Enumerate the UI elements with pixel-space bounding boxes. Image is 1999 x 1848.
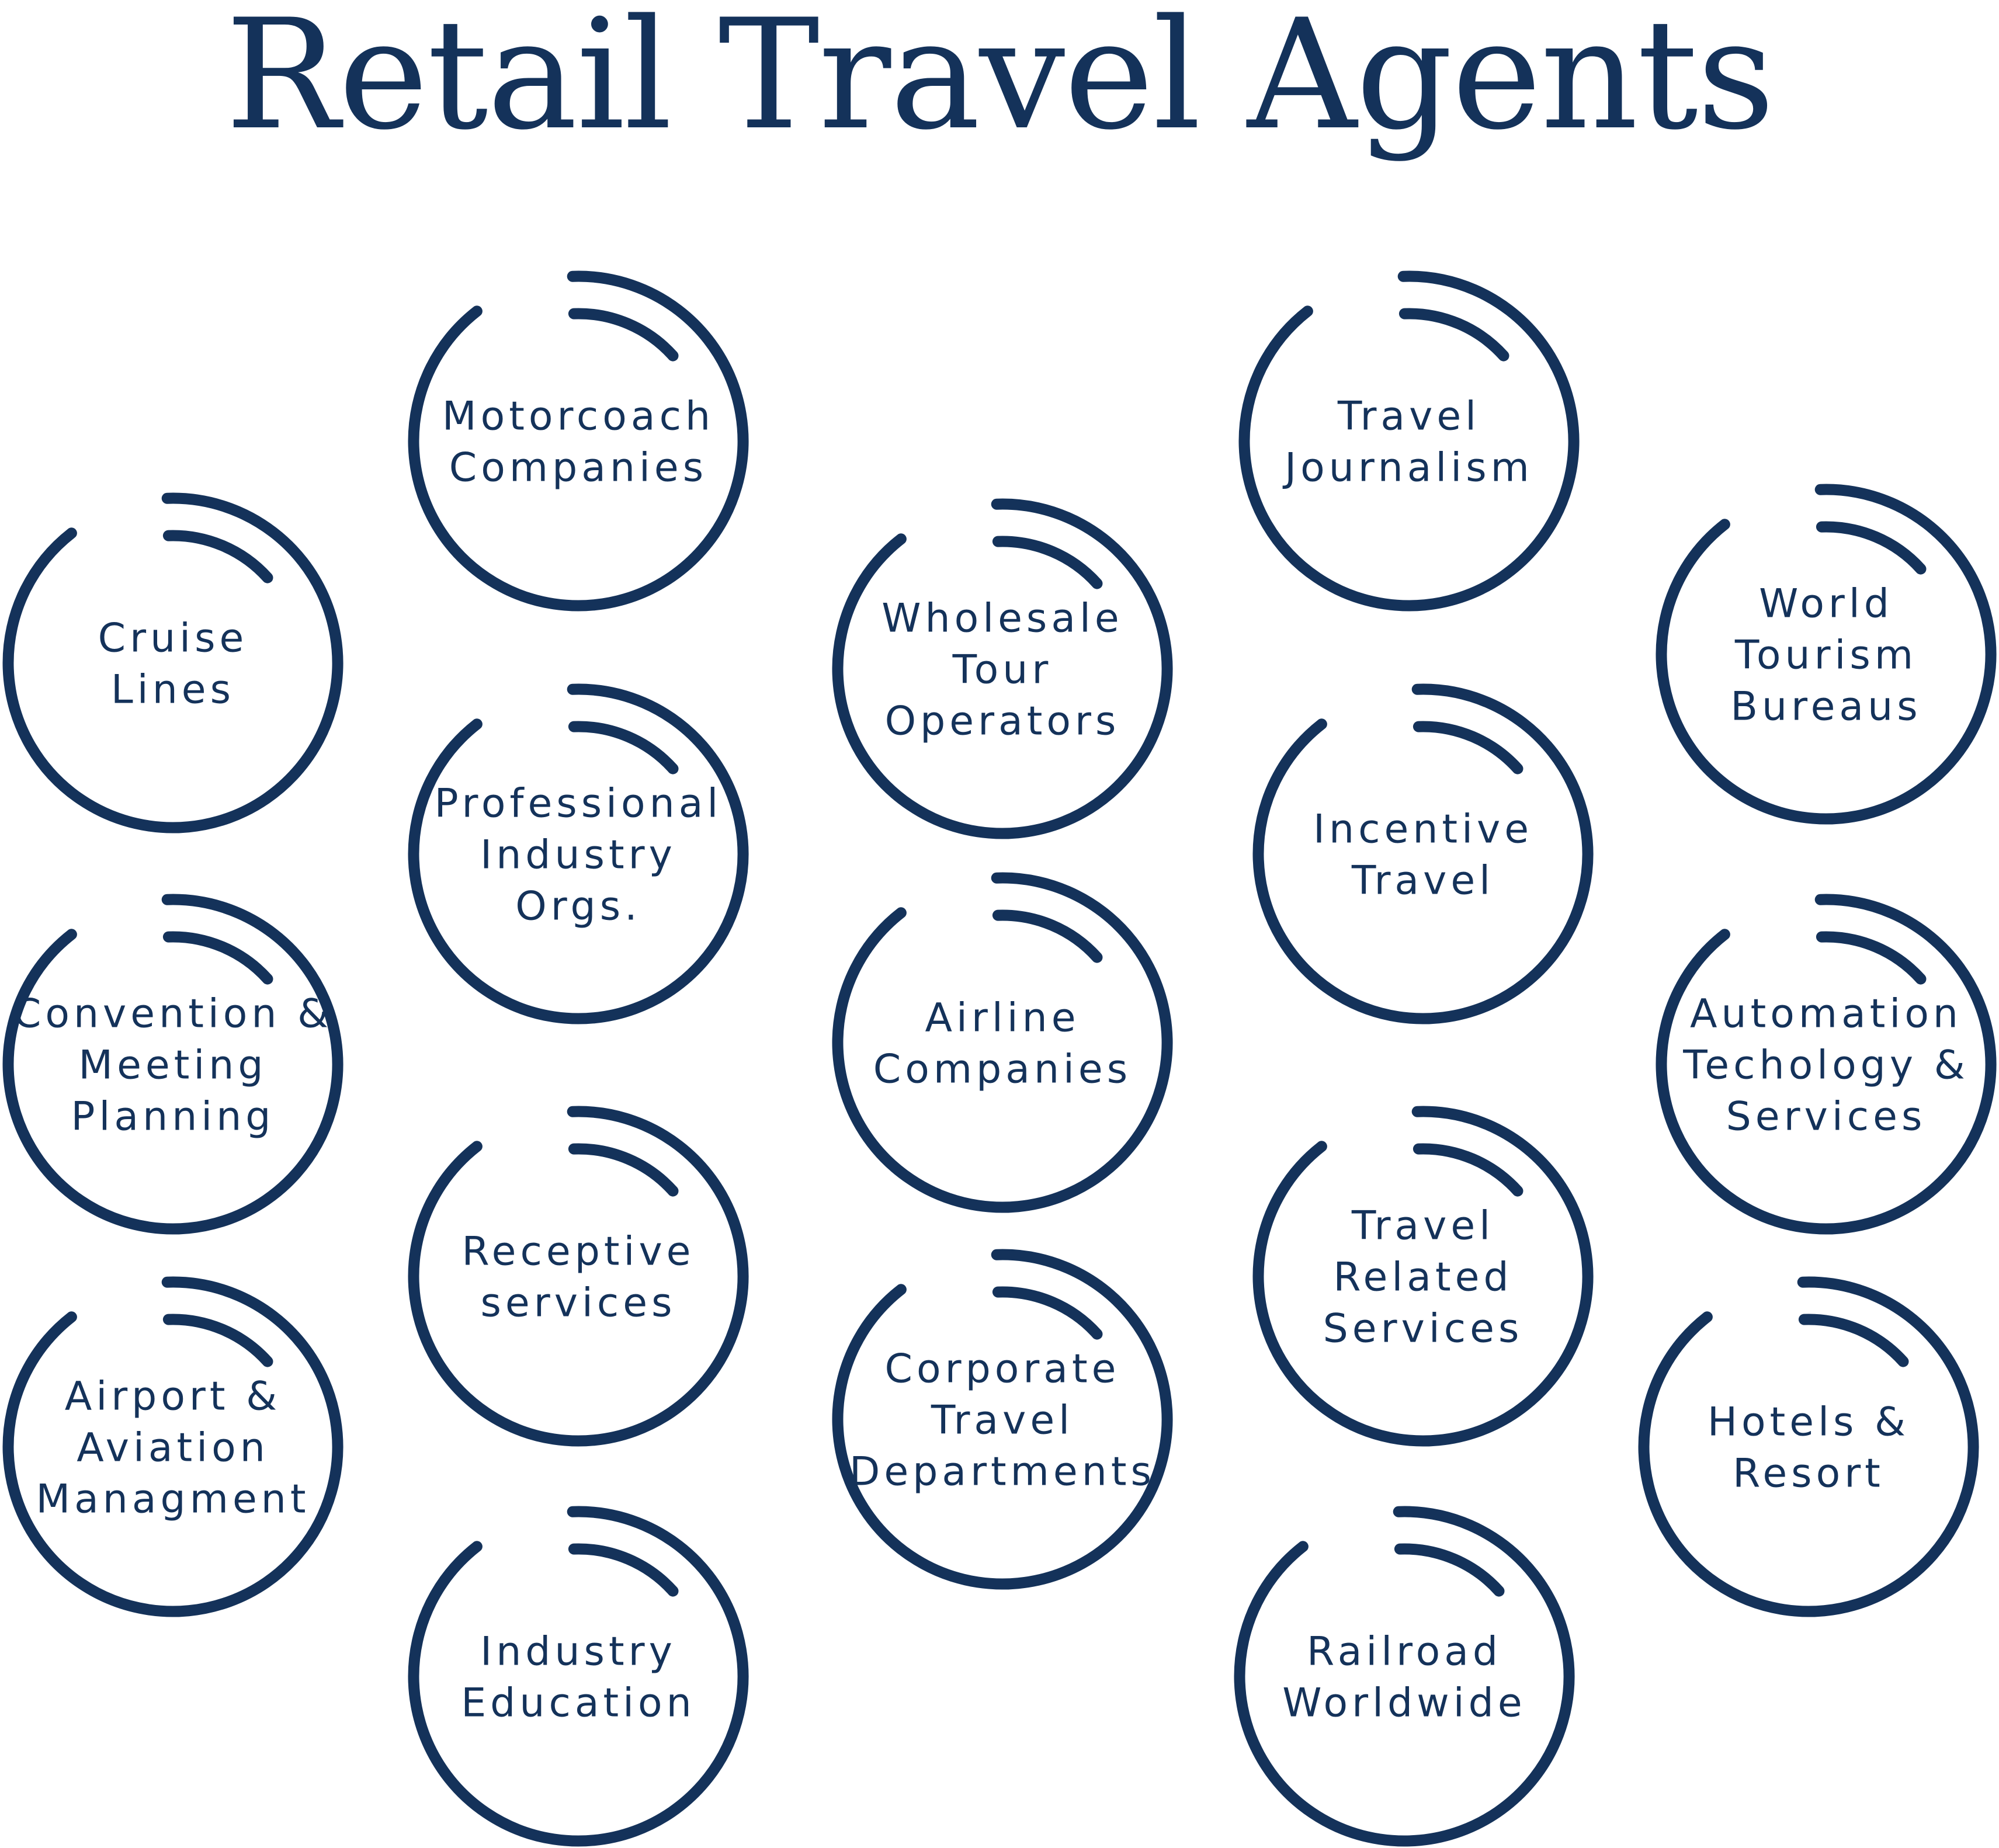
- bubble-label-line: Lines: [111, 667, 235, 713]
- bubble-label-line: Resort: [1733, 1451, 1885, 1497]
- bubble-label-line: Journalism: [1282, 445, 1533, 491]
- bubble-ring: [1234, 1506, 1575, 1847]
- bubble-label-line: Related: [1333, 1255, 1512, 1301]
- bubble-label-line: Wholesale: [881, 596, 1123, 642]
- bubble-ring: [1252, 1106, 1594, 1447]
- bubble-label-line: Railroad: [1307, 1629, 1502, 1675]
- bubble-label-line: Orgs.: [515, 884, 641, 930]
- bubble-label-line: Travel: [931, 1398, 1074, 1444]
- bubble-label-line: Airline: [925, 995, 1080, 1041]
- bubble-label-line: Receptive: [461, 1229, 695, 1275]
- bubble-label-line: Departments: [849, 1449, 1155, 1495]
- bubble-ring: [2, 1276, 343, 1617]
- bubble-label-line: Motorcoach: [442, 394, 714, 440]
- bubble-ring: [832, 872, 1173, 1213]
- bubble-accent-arc: [1398, 308, 1509, 362]
- bubble-label-line: Automation: [1690, 991, 1962, 1037]
- bubble-label-line: Airport &: [65, 1374, 281, 1420]
- bubble-label-line: Industry: [480, 832, 676, 878]
- bubble-accent-arc: [162, 1314, 273, 1367]
- bubble-label-line: Corporate: [885, 1346, 1120, 1392]
- bubble-label-line: Techology &: [1682, 1043, 1969, 1089]
- bubble-accent-arc: [992, 1286, 1103, 1340]
- bubble-accent-arc: [162, 931, 273, 985]
- bubble-label-line: Tourism: [1734, 633, 1917, 679]
- bubble-ring: [832, 1249, 1173, 1590]
- bubble-ring: [1638, 1276, 1979, 1617]
- bubble-ring: [1656, 484, 1997, 825]
- bubble-ring: [408, 1106, 749, 1447]
- bubble-ring: [1252, 683, 1594, 1024]
- bubble-accent-arc: [568, 308, 679, 362]
- bubble-ring: [2, 492, 343, 833]
- bubble-accent-arc: [568, 721, 679, 774]
- bubble-label-line: Planning: [71, 1094, 275, 1140]
- bubble-label-line: Travel: [1351, 858, 1494, 904]
- bubble-label-line: Operators: [885, 699, 1120, 745]
- bubble-accent-arc: [1413, 1143, 1523, 1197]
- bubble-label-line: Tour: [952, 647, 1053, 693]
- page-title: Retail Travel Agents: [225, 0, 1774, 164]
- bubble-ring: [1238, 270, 1580, 612]
- bubble-label-line: Worldwide: [1282, 1680, 1526, 1727]
- bubble-label-line: Managment: [36, 1477, 310, 1523]
- bubble-label-line: Industry: [480, 1629, 676, 1675]
- bubble-label-line: Services: [1323, 1306, 1523, 1352]
- bubble-accent-arc: [992, 909, 1103, 963]
- bubble-label-line: Companies: [449, 445, 707, 491]
- bubble-accent-arc: [162, 530, 273, 583]
- bubble-accent-arc: [992, 536, 1103, 589]
- bubble-group: MotorcoachCompaniesTravelJournalismCruis…: [2, 270, 1997, 1847]
- bubble-accent-arc: [1413, 721, 1523, 774]
- bubble-label-line: Meeting: [78, 1043, 267, 1089]
- bubble-ring: [408, 270, 749, 612]
- bubble-label-line: Convention &: [13, 991, 332, 1037]
- bubble-ring: [2, 894, 343, 1235]
- bubble-label-line: Aviation: [77, 1425, 269, 1471]
- bubble-ring: [1656, 894, 1997, 1235]
- bubble-ring: [408, 1506, 749, 1847]
- bubble-accent-arc: [568, 1143, 679, 1197]
- bubble-label-line: Cruise: [98, 616, 248, 662]
- bubble-accent-arc: [1816, 931, 1927, 985]
- bubble-accent-arc: [1394, 1543, 1505, 1597]
- bubble-hotels-resort: Hotels & Resort: [1638, 1276, 1979, 1617]
- bubble-label-line: World: [1759, 581, 1893, 627]
- bubble-label-line: Education: [461, 1680, 696, 1727]
- bubble-accent-arc: [568, 1543, 679, 1597]
- bubble-label-line: Travel: [1351, 1203, 1494, 1249]
- bubble-label-line: Hotels &: [1708, 1399, 1910, 1446]
- bubble-ring: [832, 498, 1173, 839]
- bubble-label-line: Professional: [435, 781, 723, 827]
- bubble-ring: [408, 683, 749, 1024]
- bubble-label-line: Companies: [873, 1047, 1132, 1093]
- bubble-label-line: services: [480, 1280, 676, 1326]
- bubble-label-line: Travel: [1337, 394, 1480, 440]
- bubble-label-line: Incentive: [1313, 807, 1533, 853]
- bubble-receptive-services: Receptive services: [408, 1106, 749, 1447]
- bubble-label-line: Bureaus: [1730, 684, 1921, 730]
- bubble-label-line: Services: [1726, 1094, 1927, 1140]
- bubble-accent-arc: [1798, 1314, 1909, 1367]
- bubble-accent-arc: [1816, 521, 1927, 575]
